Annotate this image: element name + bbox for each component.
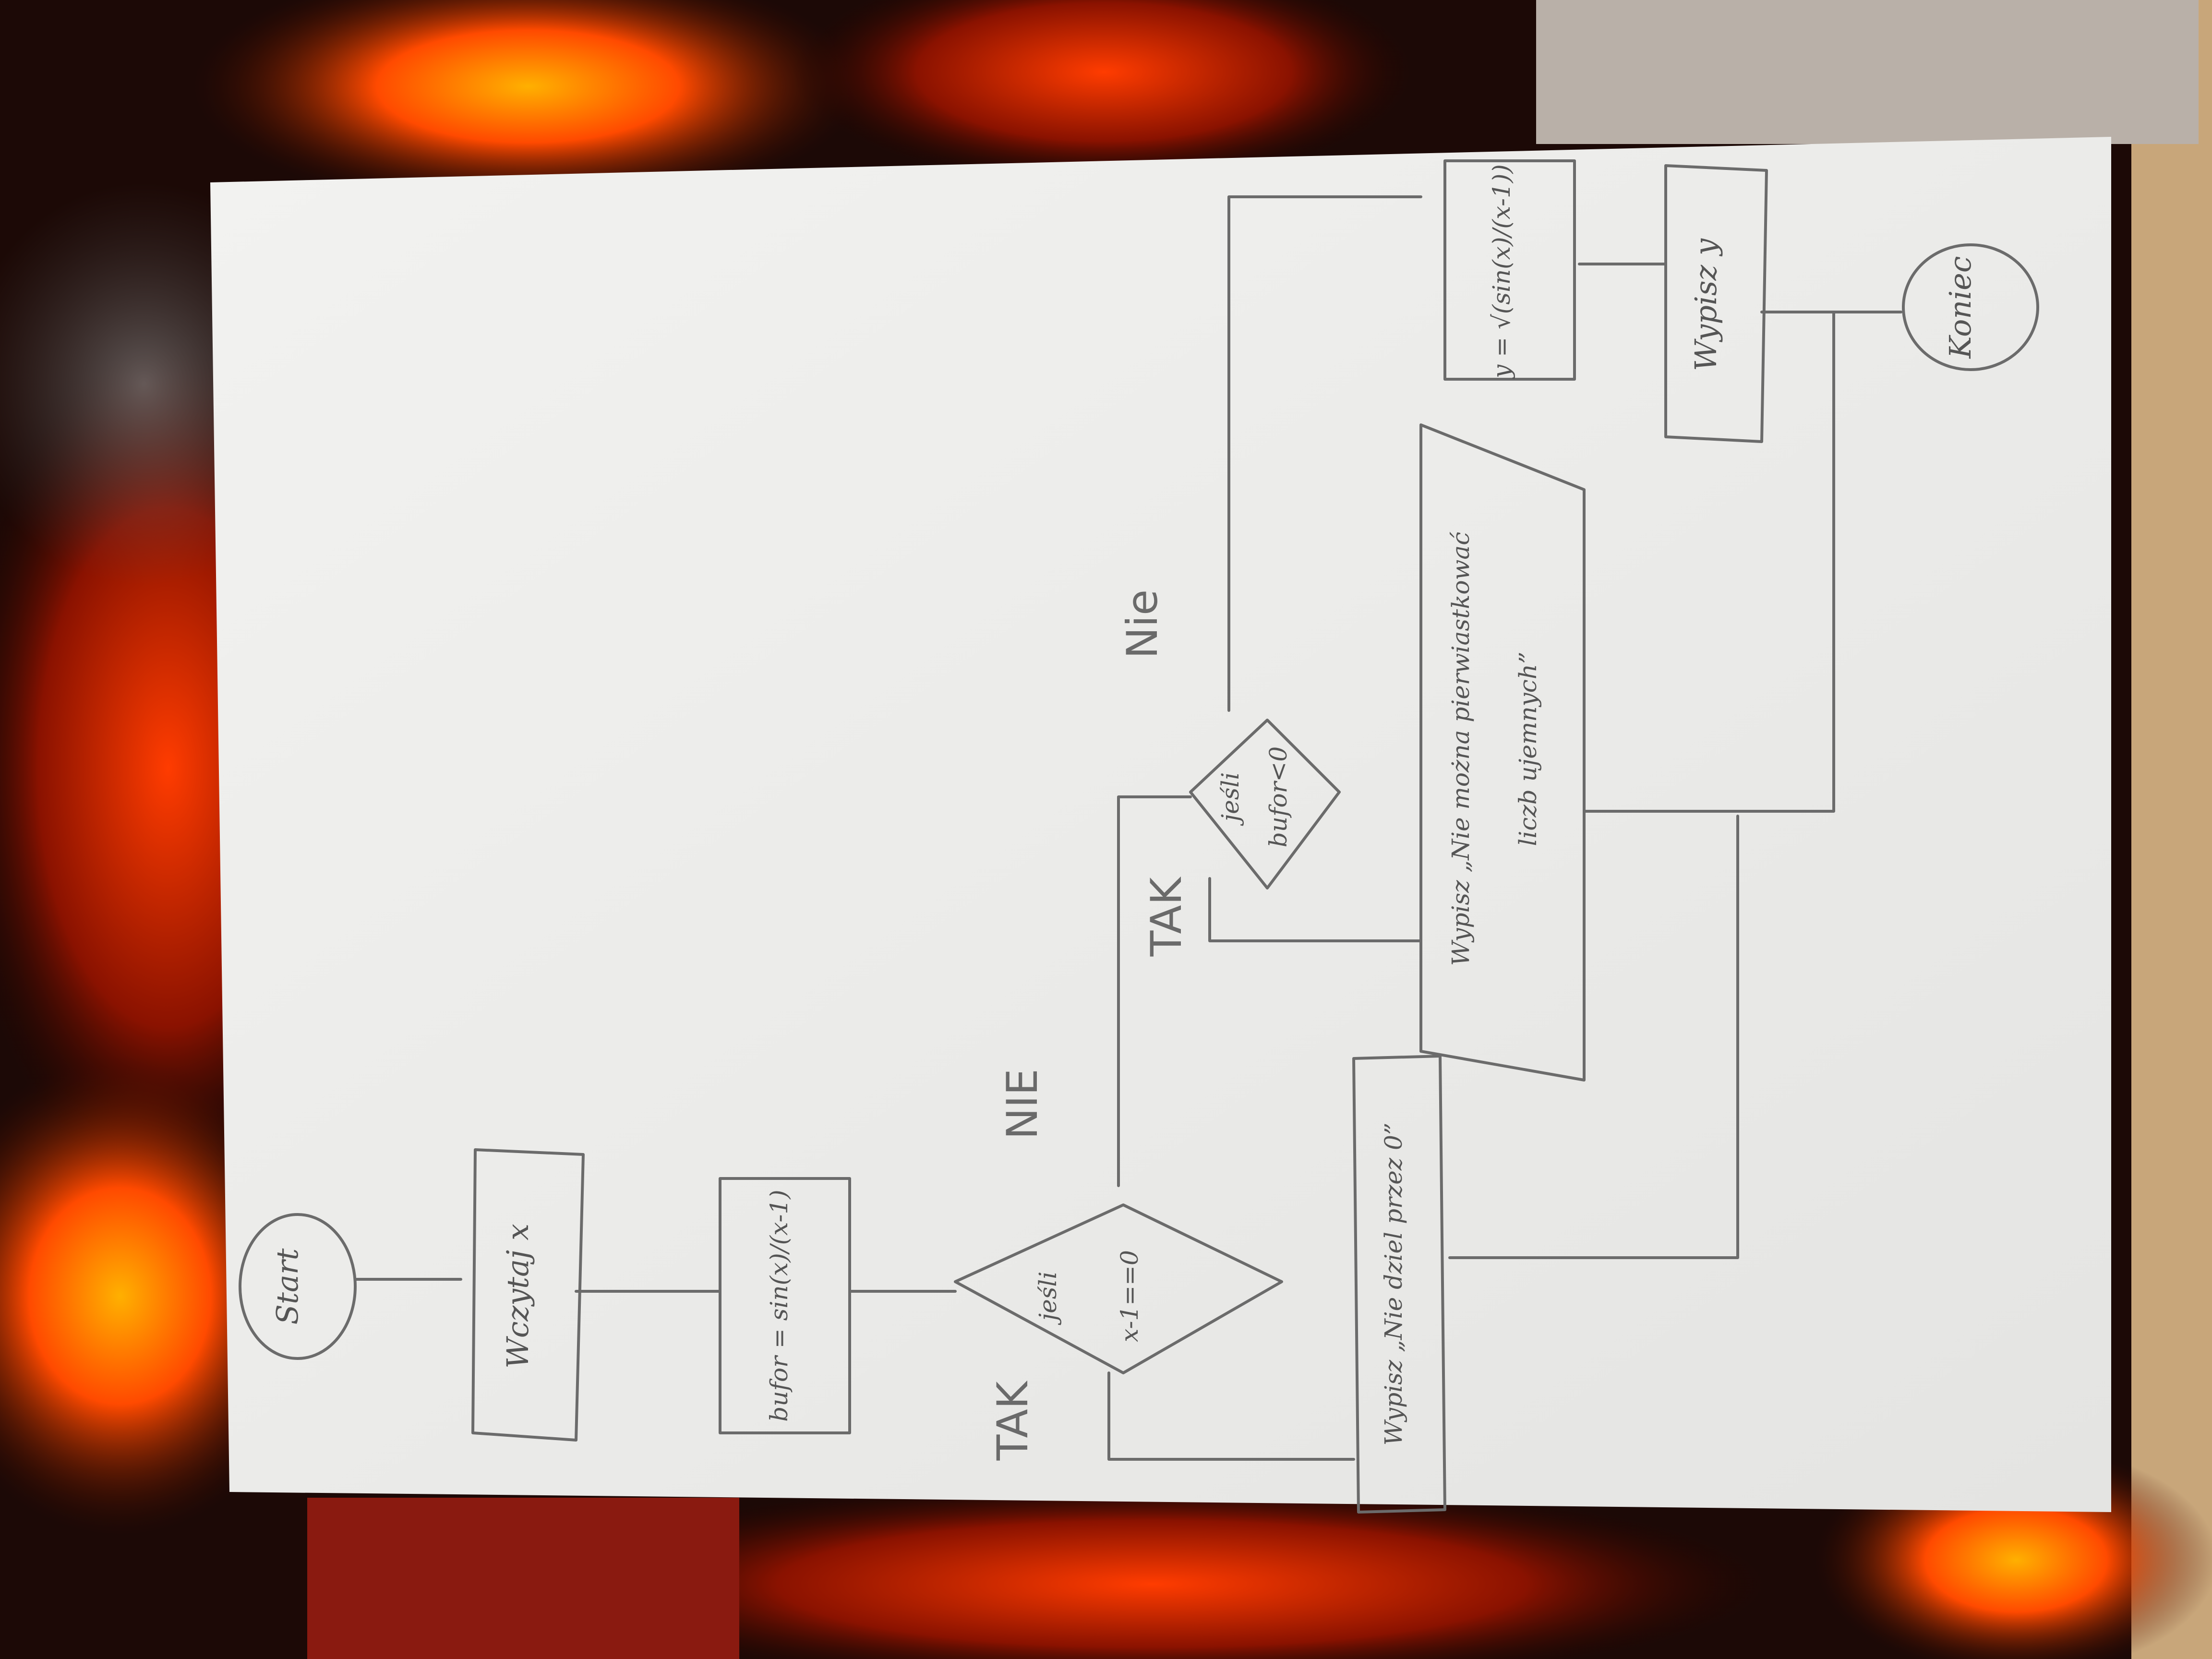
decision-zero-node: jeśli x-1==0 (954, 1203, 1283, 1374)
input-label: Wczytaj x (500, 1224, 535, 1369)
decision-zero-line1: jeśli (1034, 1272, 1062, 1326)
label-nie-1: NIE (998, 1069, 1047, 1139)
flowchart: Start Wczytaj x bufor = sin(x)/(x-1) jeś… (239, 159, 2039, 1514)
output-y-label: Wypisz y (1688, 238, 1723, 371)
decision-zero-line2: x-1==0 (1116, 1250, 1143, 1342)
output-negative-node: Wypisz „Nie można pierwiastkować liczb u… (1419, 423, 1586, 1082)
end-terminator: Koniec (1902, 243, 2039, 371)
compute-bufor-label: bufor = sin(x)/(x-1) (765, 1190, 793, 1421)
start-label: Start (270, 1248, 305, 1324)
compute-y-node: y = √(sin(x)/(x-1)) (1443, 159, 1576, 381)
compute-y-label: y = √(sin(x)/(x-1)) (1488, 164, 1515, 379)
label-nie-2: Nie (1118, 589, 1167, 659)
label-tak-1: TAK (988, 1380, 1037, 1461)
input-node: Wczytaj x (471, 1148, 585, 1442)
output-zero-div-label: Wypisz „Nie dziel przez 0” (1380, 1123, 1407, 1446)
output-negative-line1: Wypisz „Nie można pierwiastkować (1447, 531, 1475, 966)
connectors (354, 195, 1902, 1461)
compute-bufor-node: bufor = sin(x)/(x-1) (719, 1177, 851, 1434)
start-terminator: Start (239, 1213, 357, 1360)
paper-sheet (210, 137, 2111, 1512)
decision-negative-node: jeśli bufor<0 (1189, 719, 1341, 890)
decision-negative-line2: bufor<0 (1264, 746, 1292, 847)
output-zero-div-node: Wypisz „Nie dziel przez 0” (1352, 1055, 1446, 1514)
label-tak-2: TAK (1142, 876, 1191, 957)
decision-negative-line1: jeśli (1216, 772, 1244, 827)
output-negative-line2: liczb ujemnych” (1514, 651, 1542, 846)
output-y-node: Wypisz y (1664, 164, 1768, 443)
end-label: Koniec (1943, 256, 1978, 359)
